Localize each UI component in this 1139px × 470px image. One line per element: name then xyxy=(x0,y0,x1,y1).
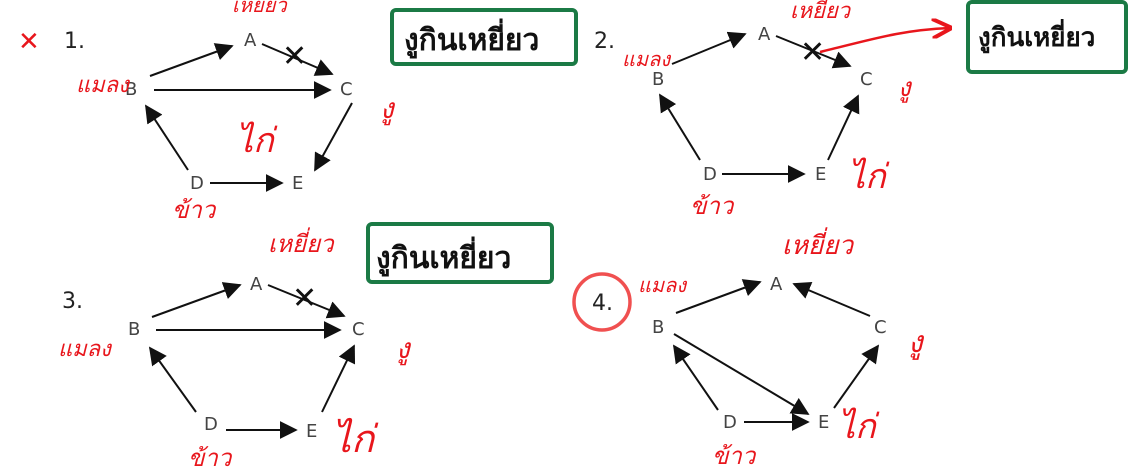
diagram-2-note-top: เหยี่ยว xyxy=(790,0,852,24)
diagram-3-edge-a-c xyxy=(267,284,346,319)
diagram-4-edge-d-b xyxy=(672,344,719,411)
diagram-3-note-right: งู xyxy=(396,332,412,366)
diagram-3-node-d: D xyxy=(204,414,218,435)
diagram-4-note-left: แมลง xyxy=(638,273,687,297)
diagram-1-edge-a-c xyxy=(261,43,334,76)
diagram-1-answer-box xyxy=(390,8,578,66)
diagram-3-node-a: A xyxy=(250,274,263,295)
diagram-1-note-right: งู xyxy=(380,92,396,126)
diagram-2-node-b: B xyxy=(652,69,664,90)
diagram-3-answer-text: งูกินเหยี่ยว xyxy=(376,236,511,277)
diagram-2-note-right: งู xyxy=(898,73,913,103)
diagram-1-note-left: แมลง xyxy=(76,73,131,98)
diagram-2-edge-e-c xyxy=(827,94,860,161)
diagram-2-answer-box xyxy=(966,0,1128,74)
diagram-2-node-a: A xyxy=(758,24,771,45)
diagram-4-note-mid: ไก่ xyxy=(838,407,880,447)
diagram-3-node-e: E xyxy=(306,421,317,442)
diagram-2-edge-a-c xyxy=(775,35,852,69)
diagram-3-note-left: แมลง xyxy=(58,337,113,362)
diagram-2-edge-b-a xyxy=(671,31,747,65)
diagram-3-cross: ✕ xyxy=(292,281,317,316)
diagram-1-answer-text: งูกินเหยี่ยว xyxy=(404,18,539,59)
diagram-4-edge-b-e xyxy=(673,333,810,415)
diagram-3-node-b: B xyxy=(128,319,140,340)
diagram-1-cross: ✕ xyxy=(282,39,307,74)
diagram-1-edge-d-b xyxy=(145,104,189,171)
diagram-4-node-d: D xyxy=(723,412,737,433)
diagram-4-edge-b-a xyxy=(675,279,762,314)
diagram-3-note-mid: ไก่ xyxy=(332,417,379,461)
diagram-1-node-e: E xyxy=(292,173,303,194)
diagram-3-note-top: เหยี่ยว xyxy=(268,227,335,258)
diagram-4-selected-circle xyxy=(572,272,632,332)
diagram-3-edge-d-b xyxy=(148,346,197,413)
diagram-4-note-top: เหยี่ยว xyxy=(782,227,854,261)
diagram-1-number: 1. xyxy=(64,29,85,54)
diagram-4-node-a: A xyxy=(770,274,783,295)
diagram-1-note-mid: ไก่ xyxy=(236,121,278,161)
diagram-1: ✕ 1. A B C D E ✕ เหยี่ยว แมลง งู ไก่ ข้า… xyxy=(18,0,578,224)
diagram-2-note-mid: ไก่ xyxy=(848,157,890,197)
diagram-4-note-bottom: ข้าว xyxy=(712,442,757,470)
diagram-1-node-a: A xyxy=(244,30,257,51)
diagram-1-node-c: C xyxy=(340,79,353,100)
diagram-2: 2. A B C D E ✕ เหยี่ยว แมลง งู ไก่ ข้าว … xyxy=(594,0,1128,220)
diagram-2-note-bottom: ข้าว xyxy=(690,192,735,220)
diagram-3-edge-b-a xyxy=(151,282,242,318)
diagram-1-node-b: B xyxy=(125,79,137,100)
diagram-4: 4. A B C D E เหยี่ยว แมลง งู ไก่ ข้าว xyxy=(572,227,925,470)
diagram-1-edge-c-e xyxy=(314,102,353,172)
diagram-4-note-right: งู xyxy=(908,325,925,360)
diagram-3-number: 3. xyxy=(62,289,83,314)
diagram-4-edge-c-a xyxy=(792,281,871,317)
diagram-2-node-c: C xyxy=(860,69,873,90)
diagram-3-answer-box xyxy=(366,222,554,284)
diagram-2-node-d: D xyxy=(703,164,717,185)
diagram-1-note-top: เหยี่ยว xyxy=(232,0,288,17)
diagram-4-node-b: B xyxy=(652,317,664,338)
diagram-3-note-bottom: ข้าว xyxy=(188,444,233,470)
diagram-4-number: 4. xyxy=(592,291,613,316)
diagram-1-edge-b-a xyxy=(149,43,234,77)
diagram-1-node-d: D xyxy=(190,173,204,194)
diagram-3: 3. A B C D E ✕ เหยี่ยว แมลง งู ไก่ ข้าว … xyxy=(58,222,554,470)
wrong-mark: ✕ xyxy=(18,27,40,57)
diagram-4-edge-e-c xyxy=(833,344,880,409)
diagram-4-node-c: C xyxy=(874,317,887,338)
diagram-3-node-c: C xyxy=(352,319,365,340)
diagram-2-answer-text: งูกินเหยี่ยว xyxy=(978,18,1095,54)
diagram-2-note-left: แมลง xyxy=(622,47,671,71)
diagram-4-node-e: E xyxy=(818,412,829,433)
diagram-2-red-arrow xyxy=(819,28,950,54)
diagram-3-edge-e-c xyxy=(321,344,356,413)
diagram-2-number: 2. xyxy=(594,29,615,54)
diagram-1-note-bottom: ข้าว xyxy=(172,196,217,224)
diagram-2-node-e: E xyxy=(815,164,826,185)
diagram-2-edge-d-b xyxy=(659,93,701,161)
